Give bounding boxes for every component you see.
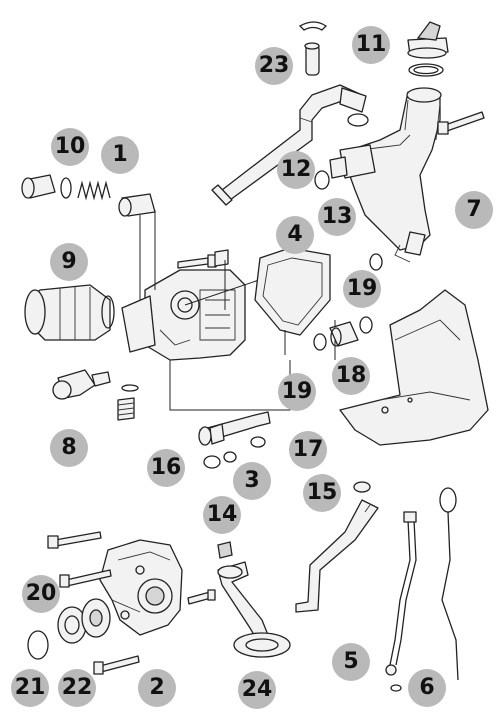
callout-16[interactable]: 16 (147, 449, 185, 487)
dipstick-seal-5 (385, 664, 397, 676)
callout-5[interactable]: 5 (332, 643, 370, 681)
pump-bolt-middle (59, 569, 112, 588)
oil-line (198, 411, 271, 446)
dipstick-tube (389, 511, 417, 666)
callout-21[interactable]: 21 (11, 669, 49, 707)
callout-11[interactable]: 11 (352, 26, 390, 64)
callout-23[interactable]: 23 (255, 47, 293, 85)
filter-sleeve (118, 193, 156, 217)
breather-hose (211, 84, 367, 206)
filler-neck-bolt (437, 111, 485, 135)
callout-3[interactable]: 3 (233, 462, 271, 500)
callout-2[interactable]: 2 (138, 669, 176, 707)
dipstick-o-ring-6 (390, 684, 402, 692)
oil-pickup-tube (217, 561, 271, 646)
seal-ring-21 (27, 630, 49, 660)
callout-20[interactable]: 20 (22, 575, 60, 613)
oil-line-adapter (329, 321, 359, 347)
vent-pipe (304, 42, 320, 76)
callout-10[interactable]: 10 (51, 128, 89, 166)
filter-housing-gasket (254, 247, 331, 336)
callout-22[interactable]: 22 (58, 669, 96, 707)
o-ring-16b (223, 451, 237, 463)
callout-14[interactable]: 14 (203, 496, 241, 534)
o-ring-13 (314, 170, 330, 190)
pump-bolt-upper (47, 531, 102, 549)
callout-13[interactable]: 13 (318, 198, 356, 236)
pickup-nut-14 (217, 541, 233, 559)
dipstick (439, 487, 459, 681)
callout-15[interactable]: 15 (303, 474, 341, 512)
oil-strainer (233, 632, 291, 658)
oil-return-pipe (295, 499, 379, 613)
callout-19-lower[interactable]: 19 (278, 373, 316, 411)
callout-1[interactable]: 1 (101, 136, 139, 174)
oil-pressure-switch (52, 369, 111, 400)
callout-4[interactable]: 4 (276, 216, 314, 254)
callout-9[interactable]: 9 (50, 243, 88, 281)
callout-12[interactable]: 12 (277, 151, 315, 189)
housing-bolt (177, 249, 229, 269)
heat-shield (339, 289, 489, 446)
callout-8[interactable]: 8 (50, 429, 88, 467)
callout-6[interactable]: 6 (408, 669, 446, 707)
oil-filler-neck-housing (329, 87, 442, 263)
callout-19-upper[interactable]: 19 (343, 270, 381, 308)
housing-seal (369, 253, 383, 271)
pump-bolt-lower (93, 655, 140, 675)
oil-filter-housing (121, 269, 266, 361)
pump-gear-22 (57, 606, 87, 644)
filler-neck-seal-ring (408, 63, 444, 77)
oil-pressure-valve (117, 384, 139, 421)
callout-24[interactable]: 24 (238, 671, 276, 709)
bypass-spring (77, 180, 111, 201)
filter-cap-plug (21, 174, 72, 199)
o-ring-19-upper (359, 316, 373, 334)
o-ring-19-lower (313, 333, 327, 351)
callout-17[interactable]: 17 (289, 431, 327, 469)
callout-18[interactable]: 18 (332, 357, 370, 395)
grommet-15 (353, 481, 371, 493)
callout-7[interactable]: 7 (455, 191, 493, 229)
oil-pump (99, 539, 183, 636)
oil-filter (24, 284, 115, 341)
pump-bolt-right (187, 589, 216, 605)
pump-gear-20 (81, 598, 111, 638)
hose-clamp (347, 113, 369, 127)
o-ring-17 (250, 436, 266, 448)
oil-filler-cap (407, 21, 449, 59)
o-ring-16a (203, 455, 221, 469)
vent-pipe-clamp (298, 21, 328, 31)
